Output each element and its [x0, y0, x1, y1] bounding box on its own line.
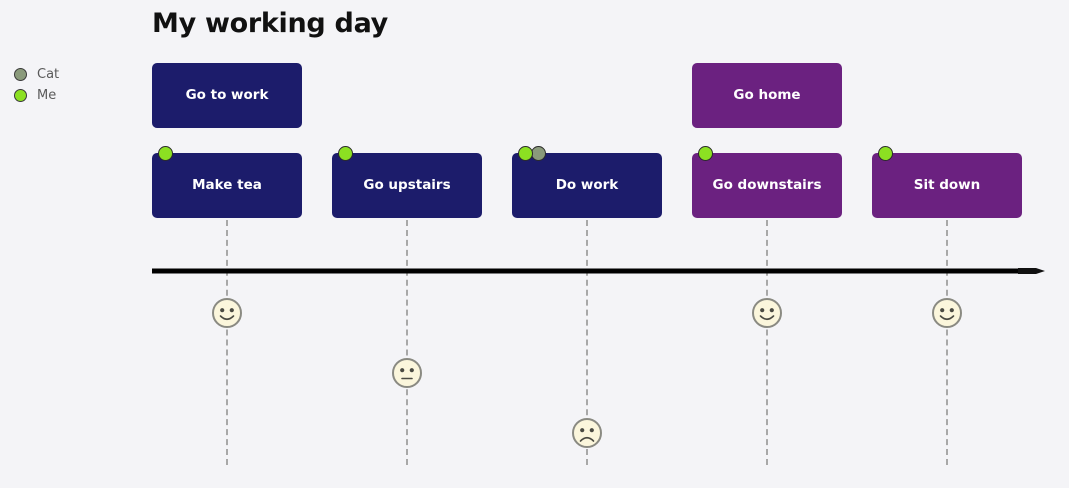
legend-item-label: Cat [37, 67, 60, 82]
task-box-do-work[interactable]: Do work [512, 153, 662, 218]
circle-marker-icon [14, 89, 27, 102]
task-label: Sit down [913, 177, 981, 194]
actor-dot-me[interactable] [518, 146, 533, 161]
task-label: Go downstairs [712, 177, 822, 194]
tick-line-col-0 [226, 220, 228, 465]
tick-line-col-3 [766, 220, 768, 465]
task-box-go-home[interactable]: Go home [692, 63, 842, 128]
task-label: Make tea [192, 177, 262, 194]
task-box-make-tea[interactable]: Make tea [152, 153, 302, 218]
task-label: Go to work [185, 87, 269, 104]
legend-item-label: Me [37, 88, 57, 103]
page-title: My working day [152, 8, 388, 39]
timeline-axis [152, 268, 1045, 274]
task-box-sit-down[interactable]: Sit down [872, 153, 1022, 218]
legend-item-me[interactable]: Me [14, 85, 134, 106]
task-label: Go home [733, 87, 801, 104]
actor-dot-me[interactable] [698, 146, 713, 161]
happy-face-icon[interactable] [751, 297, 783, 329]
circle-marker-icon [14, 68, 27, 81]
actor-dot-me[interactable] [878, 146, 893, 161]
task-box-go-downstairs[interactable]: Go downstairs [692, 153, 842, 218]
tick-line-col-1 [406, 220, 408, 465]
task-label: Do work [555, 177, 619, 194]
right-arrow-icon [1018, 268, 1045, 274]
task-label: Go upstairs [363, 177, 451, 194]
task-box-go-to-work[interactable]: Go to work [152, 63, 302, 128]
neutral-face-icon[interactable] [391, 357, 423, 389]
actor-dot-me[interactable] [158, 146, 173, 161]
task-box-go-upstairs[interactable]: Go upstairs [332, 153, 482, 218]
tick-line-col-4 [946, 220, 948, 465]
happy-face-icon[interactable] [931, 297, 963, 329]
actor-dot-cat[interactable] [531, 146, 546, 161]
legend-item-cat[interactable]: Cat [14, 64, 134, 85]
tick-line-col-2 [586, 220, 588, 465]
sad-face-icon[interactable] [571, 417, 603, 449]
actor-dot-me[interactable] [338, 146, 353, 161]
happy-face-icon[interactable] [211, 297, 243, 329]
